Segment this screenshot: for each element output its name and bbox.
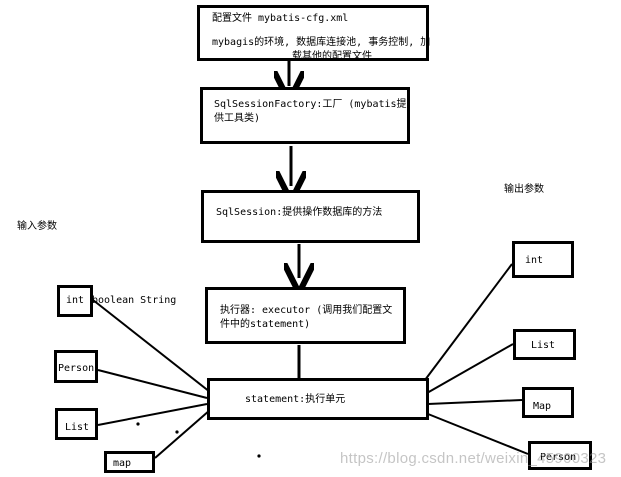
line-output-person — [427, 413, 529, 455]
executor-box — [205, 287, 406, 344]
executor-line-1: 执行器: executor (调用我们配置文 — [220, 305, 393, 316]
output-int-label: int — [525, 255, 544, 266]
line-output-list — [426, 343, 514, 394]
stray-dot — [175, 430, 179, 434]
output-list-box — [513, 329, 576, 360]
statement-line-1: statement:执行单元 — [245, 394, 346, 405]
line-output-map — [427, 399, 523, 405]
watermark: https://blog.csdn.net/weixin_45900323 — [340, 450, 607, 467]
stray-dot — [257, 454, 261, 458]
stray-dot — [136, 422, 140, 426]
executor-line-2: 件中的statement) — [220, 319, 311, 330]
output-person-box — [528, 441, 592, 470]
config-line-1: 配置文件 mybatis-cfg.xml — [212, 13, 349, 24]
input-int-box — [57, 285, 93, 317]
config-box — [197, 5, 429, 61]
factory-line-1: SqlSessionFactory:工厂 (mybatis提 — [214, 99, 407, 110]
line-input-list — [97, 403, 208, 426]
line-output-int — [424, 263, 513, 381]
output-map-label: Map — [533, 401, 552, 412]
line-input-person — [97, 369, 208, 399]
output-int-box — [512, 241, 574, 278]
input-title: 输入参数 — [17, 221, 57, 232]
config-line-3: 载其他的配置文件 — [292, 51, 372, 62]
input-person-box — [54, 350, 98, 383]
output-person-label: Person — [540, 452, 577, 463]
input-person-label: Person — [58, 363, 95, 374]
input-list-box — [55, 408, 98, 440]
input-int-note: boolean String — [92, 295, 177, 306]
statement-box — [207, 378, 429, 420]
line-input-int — [92, 299, 211, 393]
output-list-label: List — [531, 340, 556, 351]
config-line-2: mybagis的环境, 数据库连接池, 事务控制, 加 — [212, 37, 431, 48]
output-map-box — [522, 387, 574, 418]
input-int-label: int — [66, 295, 85, 306]
session-box — [201, 190, 420, 243]
line-input-map — [154, 409, 211, 459]
session-line-1: SqlSession:提供操作数据库的方法 — [216, 207, 383, 218]
factory-line-2: 供工具类) — [214, 113, 261, 124]
factory-box — [200, 87, 410, 144]
output-title: 输出参数 — [504, 184, 544, 195]
input-map-box — [104, 451, 155, 473]
input-list-label: List — [65, 422, 90, 433]
input-map-label: map — [113, 458, 132, 469]
